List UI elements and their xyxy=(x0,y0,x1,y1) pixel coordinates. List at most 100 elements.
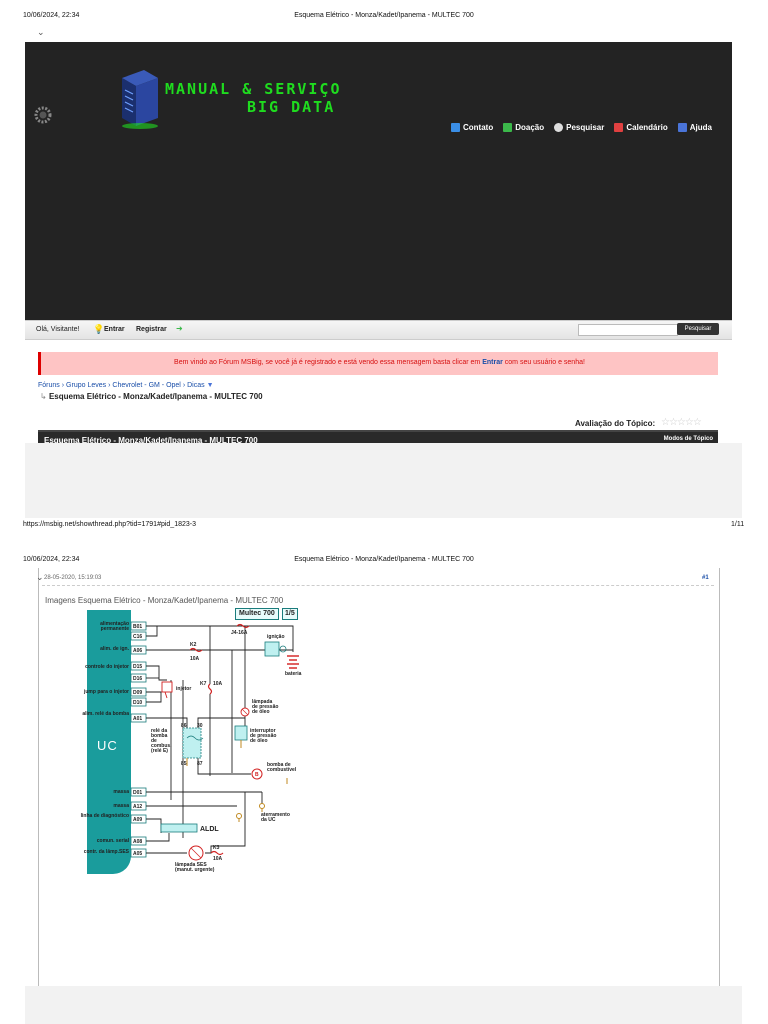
wires xyxy=(146,625,294,854)
dropdown-triangle-icon[interactable]: ▼ xyxy=(206,382,214,389)
pin-label: alim. relé da bomba xyxy=(82,711,129,717)
pin-code: A05 xyxy=(133,851,142,857)
pin-label: contr. da lâmp.SES xyxy=(83,849,129,855)
fuse-k7-amp: 10A xyxy=(213,681,223,687)
relay-icon xyxy=(182,727,204,759)
page-break-area-2 xyxy=(25,986,742,1024)
breadcrumb: Fóruns › Grupo Leves › Chevrolet - GM - … xyxy=(38,382,214,389)
calendar-icon xyxy=(614,123,624,132)
pin-label: massa xyxy=(113,803,129,809)
pin-label: controle do injetor xyxy=(85,664,129,670)
search-button[interactable]: Pesquisar xyxy=(677,323,719,335)
fuse-main-icon xyxy=(236,623,250,629)
pin-code: D09 xyxy=(133,690,142,696)
help-icon xyxy=(677,123,687,132)
ses-lamp-icon xyxy=(188,845,204,861)
relay-pin-30: 30 xyxy=(197,723,203,729)
print-url: https://msbig.net/showthread.php?tid=179… xyxy=(23,521,196,528)
thread-title: Esquema Elétrico - Monza/Kadet/Ipanema -… xyxy=(44,436,258,444)
relay-pin-85: 85 xyxy=(181,761,187,767)
logo-line2: BIG DATA xyxy=(247,98,336,116)
search-input[interactable] xyxy=(578,324,678,336)
oil-switch-icon xyxy=(234,725,248,748)
breadcrumb-item[interactable]: Chevrolet - GM - Opel xyxy=(112,382,181,389)
fuse-k3-label: K3 xyxy=(213,845,220,851)
gear-icon[interactable] xyxy=(34,106,52,124)
thread-modes[interactable]: Modos de Tópico xyxy=(663,436,713,442)
aldl-connector-icon xyxy=(160,823,198,833)
breadcrumb-item[interactable]: Dicas xyxy=(187,382,205,389)
print-title: Esquema Elétrico - Monza/Kadet/Ipanema -… xyxy=(294,12,474,19)
multec-page: 1/5 xyxy=(282,608,298,620)
post-heading: Imagens Esquema Elétrico - Monza/Kadet/I… xyxy=(45,596,284,605)
fuse-k3-amp: 10A xyxy=(213,856,223,862)
aldl-label: ALDL xyxy=(200,826,219,833)
pin-code: A06 xyxy=(133,648,142,654)
nav-pesquisar[interactable]: Pesquisar xyxy=(554,123,604,132)
search-icon xyxy=(554,123,564,132)
pin-label: linha de diagnóstico xyxy=(80,813,129,819)
print-title-2: Esquema Elétrico - Monza/Kadet/Ipanema -… xyxy=(294,556,474,563)
print-page-number: 1/11 xyxy=(731,521,745,528)
breadcrumb-item[interactable]: Fóruns xyxy=(38,382,60,389)
injector-icon xyxy=(161,681,173,699)
nav-doacao[interactable]: Doação xyxy=(503,123,544,132)
svg-text:B: B xyxy=(255,772,259,778)
pin-code: B01 xyxy=(133,624,142,630)
pin-label: alimentação permanente xyxy=(100,621,129,632)
pin-code: D10 xyxy=(133,700,142,706)
post-divider xyxy=(42,585,714,586)
ignition-switch-icon xyxy=(264,641,287,657)
register-link[interactable]: Registrar xyxy=(136,326,167,333)
fuse-main-label: J4-16A xyxy=(231,630,248,636)
pin-code: C16 xyxy=(133,634,142,640)
breadcrumb-item[interactable]: Grupo Leves xyxy=(66,382,107,389)
uc-module xyxy=(87,610,131,874)
contact-icon xyxy=(451,123,460,132)
pin-code: A01 xyxy=(133,716,142,722)
post-date: 28-05-2020, 15:19:03 xyxy=(44,575,102,581)
lightbulb-icon: 💡 xyxy=(93,324,105,334)
diagram-svg: B01 C16 A06 D15 D16 D09 D10 A01 D01 A12 … xyxy=(130,621,302,873)
relay-pin-86: 86 xyxy=(181,723,187,729)
notice-login-link[interactable]: Entrar xyxy=(482,359,503,366)
nav-calendario[interactable]: Calendário xyxy=(614,123,668,132)
chevron-down-icon[interactable]: ⌄ xyxy=(36,572,44,582)
chevron-down-icon[interactable]: ⌄ xyxy=(37,27,45,37)
fuse-k2-icon xyxy=(189,647,203,653)
multec-badge: Multec 700 xyxy=(235,608,279,620)
pin-label: massa xyxy=(113,789,129,795)
login-link[interactable]: Entrar xyxy=(104,326,125,333)
fuel-pump-icon: B xyxy=(251,768,263,780)
pin-label: jump para o injetor xyxy=(83,689,129,695)
pin-label: alim. de ign. xyxy=(100,646,129,652)
fuse-k7-icon xyxy=(207,683,213,695)
user-bar: Olá, Visitante! 💡 Entrar Registrar ➜ Pes… xyxy=(25,320,732,340)
greeting: Olá, Visitante! xyxy=(36,326,80,333)
injector-label: injetor xyxy=(176,686,191,692)
nav-contato[interactable]: Contato xyxy=(451,123,493,132)
thread-bar: Esquema Elétrico - Monza/Kadet/Ipanema -… xyxy=(38,430,718,444)
pin-label: comun. serial xyxy=(96,838,129,844)
logo-line1: MANUAL & SERVIÇO xyxy=(165,80,342,98)
pin-code: A09 xyxy=(133,817,142,823)
fuse-k7-label: K7 xyxy=(200,681,207,687)
pin-code: A12 xyxy=(133,804,142,810)
battery-icon xyxy=(287,655,299,669)
post-number[interactable]: #1 xyxy=(702,575,709,581)
fuse-k3-icon xyxy=(210,850,224,856)
fuse-k2-label: K2 xyxy=(190,642,197,648)
pin-code: D15 xyxy=(133,664,142,670)
wiring-diagram: UC Multec 700 1/5 B01 C16 A06 D15 D16 D0… xyxy=(81,608,327,876)
rating-stars[interactable]: ☆☆☆☆☆ xyxy=(661,417,702,428)
uc-label: UC xyxy=(97,738,118,753)
top-nav: Contato Doação Pesquisar Calendário Ajud… xyxy=(451,123,712,132)
donate-icon xyxy=(503,123,513,132)
ground-icon xyxy=(186,758,288,822)
nav-ajuda[interactable]: Ajuda xyxy=(677,123,712,132)
arrow-right-icon: ➜ xyxy=(176,324,183,333)
print-datetime: 10/06/2024, 22:34 xyxy=(23,12,80,19)
